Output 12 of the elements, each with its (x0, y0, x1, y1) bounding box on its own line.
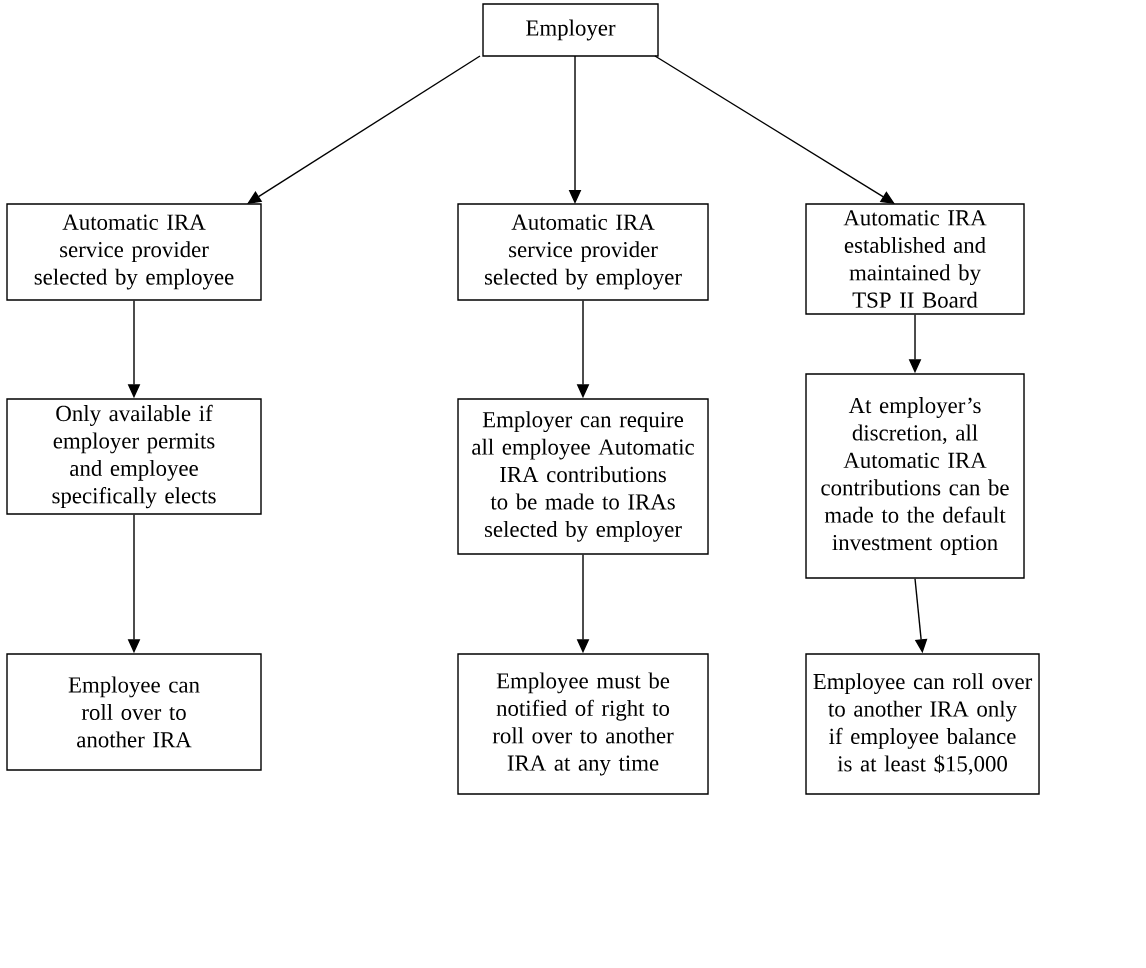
flow-box: Employer (482, 3, 659, 57)
flow-box: At employer’s discretion, all Automatic IRA contributions can be made to the default investment option (805, 373, 1025, 579)
flow-box: Automatic IRA service provider selected by employer (457, 203, 709, 301)
flow-box: Automatic IRA established and maintained by TSP II Board (805, 203, 1025, 315)
arrow (654, 55, 895, 204)
flow-box: Employer can require all employee Automatic IRA contributions to be made to IRAs selected by employer (457, 398, 709, 555)
flow-box: Employee can roll over to another IRA (6, 653, 262, 771)
flow-box: Automatic IRA service provider selected by employee (6, 203, 262, 301)
flow-box: Only available if employer permits and employee specifically elects (6, 398, 262, 515)
flow-box: Employee must be notified of right to roll over to another IRA at any time (457, 653, 709, 795)
arrow (247, 55, 481, 204)
flow-box: Employee can roll over to another IRA only if employee balance is at least $15,000 (805, 653, 1040, 795)
